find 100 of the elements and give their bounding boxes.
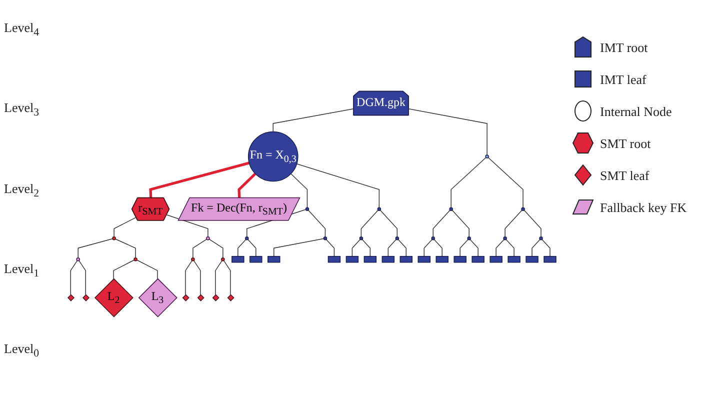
- connector: [532, 239, 540, 257]
- connector: [78, 238, 113, 258]
- connector: [296, 164, 380, 208]
- connector: [115, 238, 136, 258]
- node-circle: [191, 257, 195, 262]
- node-box: [526, 256, 538, 263]
- node-diamond: [182, 294, 190, 302]
- connector: [488, 157, 524, 208]
- level-label: Level$_{2}$: [4, 180, 40, 200]
- node-box: [544, 256, 556, 263]
- node-circle: [323, 236, 328, 240]
- node-circle: [485, 154, 489, 158]
- connector: [248, 239, 256, 257]
- node-diamond: [212, 294, 220, 302]
- legend-label: Fallback key FK: [600, 200, 687, 214]
- connector: [113, 260, 135, 280]
- node-circle: [76, 257, 80, 262]
- connector: [208, 238, 224, 258]
- connector: [380, 210, 398, 238]
- connector: [506, 239, 514, 257]
- node-box: [268, 256, 280, 263]
- connector: [504, 210, 522, 238]
- connector: [360, 210, 379, 238]
- connector: [470, 239, 478, 257]
- node-box: [382, 256, 395, 263]
- connector: [424, 239, 432, 257]
- node-diamond: L$_{2}$: [94, 278, 134, 318]
- connector: [388, 239, 396, 257]
- node-circle: [431, 236, 435, 240]
- node-circle: [359, 236, 364, 240]
- node-diamond: L$_{3}$: [138, 278, 178, 318]
- connector: [290, 173, 308, 208]
- connector: [496, 239, 504, 257]
- connector: [398, 239, 407, 257]
- connector: [192, 238, 208, 258]
- node-box: [490, 256, 502, 263]
- node-circle: [467, 236, 471, 240]
- connector: [149, 162, 250, 198]
- node-box: [472, 256, 484, 263]
- node-circle: [245, 236, 249, 240]
- connector: [114, 216, 137, 238]
- node-circle: [221, 257, 225, 262]
- connector: [78, 260, 86, 296]
- node-circle: [377, 207, 382, 211]
- node-diamond: [82, 294, 90, 302]
- level-label: Level$_{0}$: [4, 341, 40, 360]
- node-circle: [521, 207, 525, 211]
- connector: [223, 260, 231, 296]
- node-circle: [112, 236, 116, 240]
- node-box: [364, 256, 377, 263]
- node-circle: Fn = X$_{0,3}$: [248, 131, 298, 182]
- node-circle: [503, 236, 507, 240]
- connector: [362, 239, 371, 257]
- connector: [272, 108, 354, 132]
- node-box: [508, 256, 520, 263]
- level-label: Level$_{3}$: [4, 100, 40, 119]
- legend-label: SMT root: [600, 136, 651, 150]
- node-diamond: [197, 294, 204, 302]
- node-circle: [206, 236, 210, 240]
- connector: [274, 238, 324, 257]
- legend-label: IMT leaf: [600, 72, 646, 86]
- connector: [460, 239, 468, 257]
- node-circle: [134, 257, 138, 262]
- connector: [70, 260, 78, 296]
- connector: [408, 108, 488, 156]
- node-box: [400, 256, 413, 263]
- connector: [432, 210, 450, 238]
- connector: [238, 239, 246, 257]
- legend-label: IMT root: [600, 40, 648, 54]
- connector: [193, 260, 201, 296]
- connector: [166, 214, 208, 238]
- node-diamond: [227, 294, 234, 302]
- node-diamond: [67, 294, 75, 302]
- node-circle: [305, 207, 310, 211]
- connector: [450, 157, 486, 208]
- node-box: [418, 256, 430, 263]
- node-box: [232, 256, 244, 263]
- connector: [434, 239, 442, 257]
- connector: [352, 239, 361, 257]
- node-box: [328, 256, 341, 263]
- node-circle: [449, 207, 453, 211]
- legend-label: SMT leaf: [600, 168, 650, 182]
- connector: [452, 210, 470, 238]
- connector: [326, 239, 335, 257]
- connector: [542, 239, 550, 257]
- connector: [136, 260, 158, 280]
- node-box: [436, 256, 448, 263]
- node-circle: [395, 236, 400, 240]
- node-circle: [539, 236, 543, 240]
- level-label: Level$_{4}$: [4, 20, 40, 39]
- level-label: Level$_{1}$: [4, 261, 40, 280]
- connector: [308, 210, 326, 238]
- connector: [524, 210, 542, 238]
- connector: [185, 260, 192, 296]
- node-box: [250, 256, 262, 263]
- connector: [238, 172, 256, 198]
- node-box: [346, 256, 359, 263]
- node-box: [454, 256, 466, 263]
- connector: [215, 260, 222, 296]
- legend-label: Internal Node: [600, 104, 672, 118]
